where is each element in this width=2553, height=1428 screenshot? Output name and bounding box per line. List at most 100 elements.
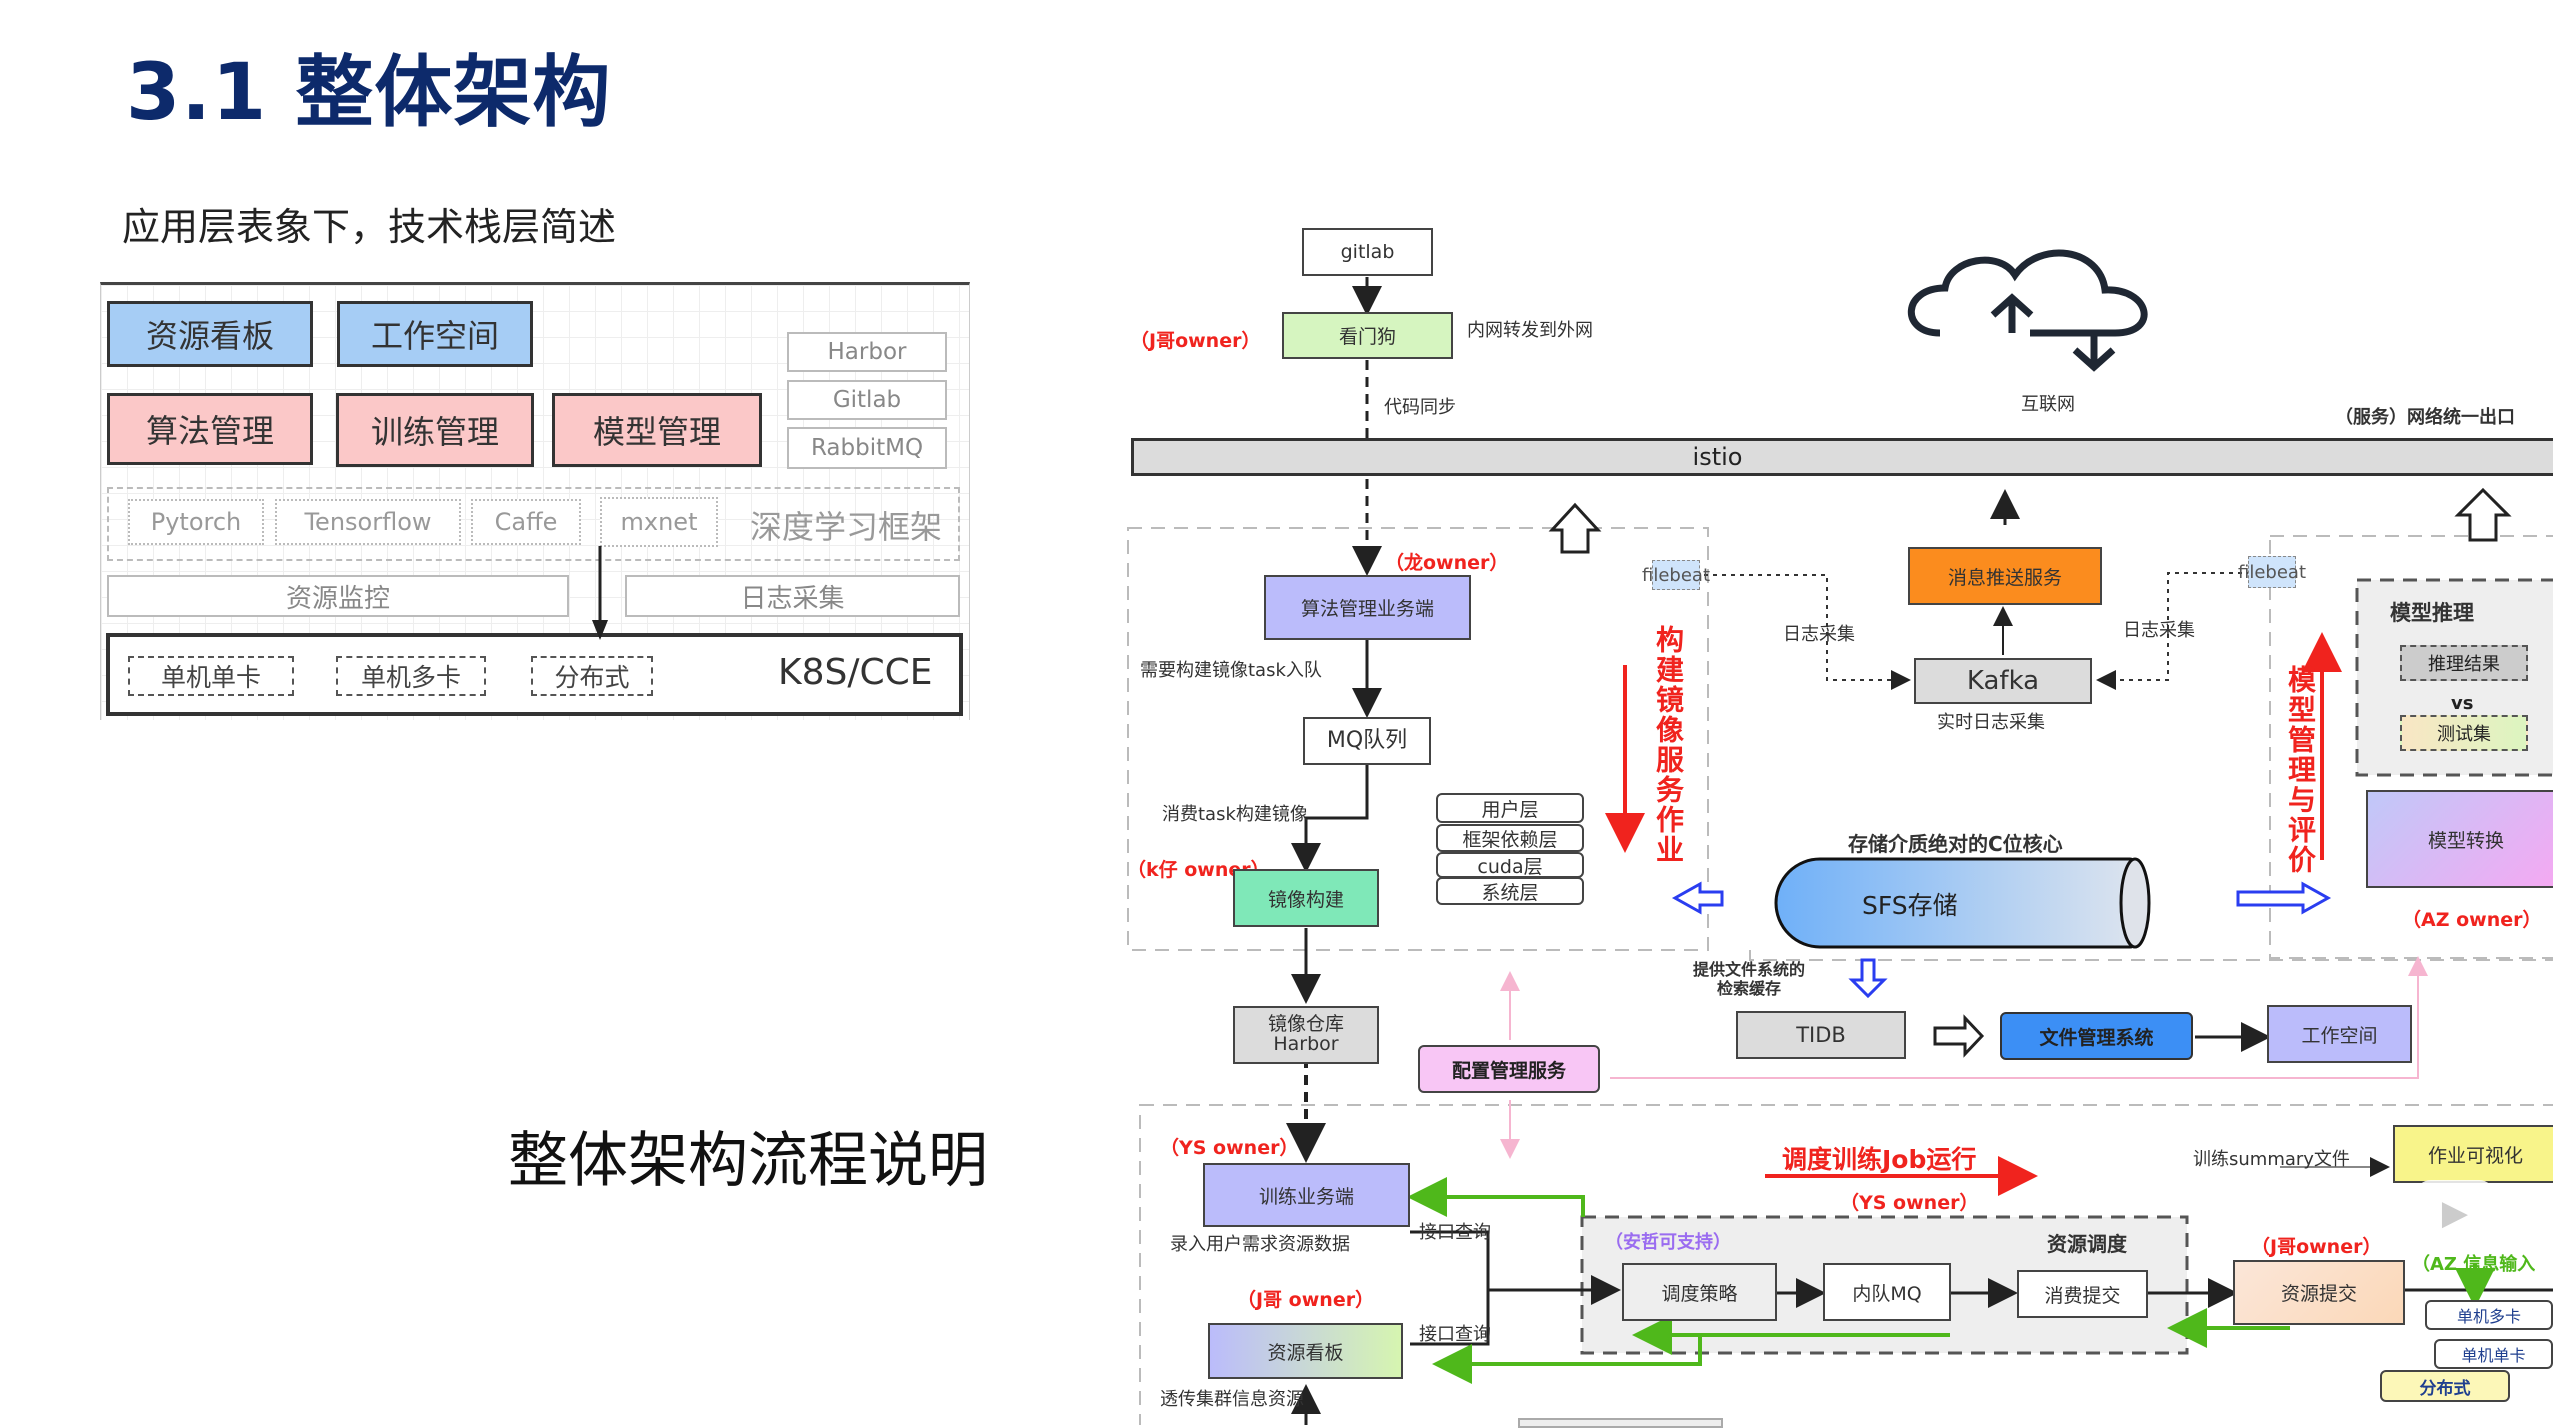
internet-label: 互联网 [2021, 394, 2075, 415]
consume-note: 消费task构建镜像 [1162, 804, 1308, 825]
dashboard-note: 透传集群信息资源 [1160, 1389, 1304, 1410]
framework-mxnet: mxnet [600, 497, 718, 547]
sfs-cylinder [1774, 857, 2146, 949]
train-owner: （YS owner） [1160, 1137, 1299, 1159]
test-set: 测试集 [2400, 715, 2528, 751]
left-blue-arrow-icon [1671, 881, 1724, 915]
layer-user: 用户层 [1436, 793, 1584, 823]
app-training-mgmt: 训练管理 [336, 393, 534, 467]
node-file-mgmt: 文件管理系统 [2000, 1012, 2193, 1060]
model-mgmt-region [2269, 535, 2553, 959]
mode-multi-card: 单机多卡 [336, 656, 486, 696]
infer-result: 推理结果 [2400, 645, 2528, 681]
watchdog-owner: （J哥owner） [1130, 330, 1261, 352]
model-mgmt-label: 模型管理与评价 [2284, 665, 2317, 875]
app-model-mgmt: 模型管理 [552, 393, 762, 467]
node-consume-submit: 消费提交 [2017, 1270, 2148, 1318]
node-train-service: 训练业务端 [1203, 1163, 1410, 1227]
mode-distributed: 分布式 [531, 656, 653, 696]
az-info-input: （AZ 信息输入 [2412, 1254, 2536, 1275]
algo-owner: （龙owner） [1385, 552, 1509, 574]
layer-cuda: cuda层 [1436, 852, 1584, 878]
node-harbor: 镜像仓库 Harbor [1233, 1006, 1379, 1064]
kafka-note: 实时日志采集 [1937, 712, 2045, 733]
node-gitlab: gitlab [1302, 228, 1433, 276]
node-dashboard: 资源看板 [1208, 1323, 1403, 1379]
filebeat-right: filebeat [2238, 556, 2306, 588]
node-workspace: 工作空间 [2267, 1005, 2412, 1063]
api-query-2: 接口查询 [1419, 1324, 1491, 1345]
mode-single-card: 单机单卡 [128, 656, 294, 696]
schedule-owner: （YS owner） [1840, 1192, 1979, 1214]
dashboard-owner: （J哥 owner） [1237, 1289, 1375, 1311]
model-infer-title: 模型推理 [2390, 601, 2474, 625]
node-resource-submit: 资源提交 [2233, 1260, 2405, 1325]
framework-group [107, 487, 960, 561]
log-collect-right: 日志采集 [2123, 620, 2195, 641]
resource-monitor: 资源监控 [107, 575, 569, 617]
storage-note: 存储介质绝对的C位核心 [1848, 832, 2063, 856]
submit-owner: （J哥owner） [2251, 1236, 2382, 1258]
node-mq-queue: MQ队列 [1303, 717, 1431, 765]
node-multi-card: 单机多卡 [2425, 1300, 2553, 1330]
resource-schedule-title: 资源调度 [2047, 1232, 2127, 1256]
tool-harbor: Harbor [787, 332, 947, 372]
flow-caption: 整体架构流程说明 [508, 1126, 988, 1196]
node-job-visual: 作业可视化 [2393, 1125, 2553, 1183]
fs-cache-note: 提供文件系统的 检索缓存 [1693, 960, 1806, 999]
node-kafka: Kafka [1914, 658, 2092, 704]
slide-title: 3.1 整体架构 [126, 48, 612, 138]
app-workspace: 工作空间 [337, 301, 533, 367]
service-exit-label: （服务）网络统一出口 [2335, 407, 2515, 428]
istio-label: istio [1692, 443, 1743, 471]
model-owner: （AZ owner） [2402, 909, 2542, 931]
log-collect-left: 日志采集 [1783, 624, 1855, 645]
up-hollow-arrow-icon [2454, 487, 2512, 542]
video-play-button[interactable]: ▶ [2415, 1180, 2495, 1245]
node-tidb: TIDB [1736, 1011, 1906, 1059]
tool-gitlab: Gitlab [787, 380, 947, 420]
k8s-label: K8S/CCE [778, 652, 933, 693]
framework-caffe: Caffe [471, 499, 581, 545]
summary-note: 训练summary文件 [2193, 1149, 2350, 1170]
framework-label: 深度学习框架 [750, 508, 943, 546]
api-query-1: 接口查询 [1419, 1222, 1491, 1243]
vs-label: vs [2451, 693, 2474, 714]
train-note: 录入用户需求资源数据 [1170, 1234, 1350, 1255]
layer-system: 系统层 [1436, 877, 1584, 905]
framework-tensorflow: Tensorflow [275, 499, 461, 545]
right-hollow-arrow-icon [1933, 1014, 1985, 1058]
cloud-icon [1907, 249, 2148, 372]
partial-node-bottom [1518, 1418, 1723, 1428]
filebeat-left: filebeat [1642, 560, 1710, 590]
arrowhead-icon [592, 620, 608, 640]
node-image-build: 镜像构建 [1233, 869, 1379, 927]
node-config-service: 配置管理服务 [1418, 1045, 1600, 1093]
node-distributed: 分布式 [2380, 1370, 2510, 1402]
node-schedule-policy: 调度策略 [1622, 1263, 1777, 1321]
node-model-convert: 模型转换 [2366, 790, 2553, 888]
layer-framework: 框架依赖层 [1436, 824, 1584, 852]
anzhe-support: （安哲可支持） [1605, 1232, 1731, 1253]
tool-rabbitmq: RabbitMQ [787, 427, 947, 469]
slide-subtitle: 应用层表象下，技术栈层简述 [122, 205, 617, 249]
enqueue-note: 需要构建镜像task入队 [1140, 660, 1322, 681]
istio-bar: istio [1131, 438, 2553, 476]
up-hollow-arrow-icon [1548, 502, 1602, 554]
right-blue-arrow-icon [2236, 881, 2332, 915]
play-icon: ▶ [2441, 1192, 2469, 1233]
log-collection: 日志采集 [625, 575, 960, 617]
node-algo-service: 算法管理业务端 [1264, 575, 1471, 640]
node-inner-mq: 内队MQ [1823, 1263, 1951, 1321]
schedule-job-label: 调度训练Job运行 [1782, 1145, 1977, 1174]
node-watchdog: 看门狗 [1282, 312, 1453, 359]
image-build-region [1127, 527, 1709, 951]
framework-pytorch: Pytorch [128, 499, 264, 545]
node-single-card: 单机单卡 [2434, 1339, 2553, 1369]
sfs-label: SFS存储 [1862, 891, 1958, 920]
down-blue-arrow-icon [1848, 958, 1888, 999]
app-algorithm-mgmt: 算法管理 [107, 393, 313, 465]
build-service-label: 构建镜像服务作业 [1652, 625, 1685, 865]
watchdog-note: 内网转发到外网 [1467, 320, 1593, 341]
